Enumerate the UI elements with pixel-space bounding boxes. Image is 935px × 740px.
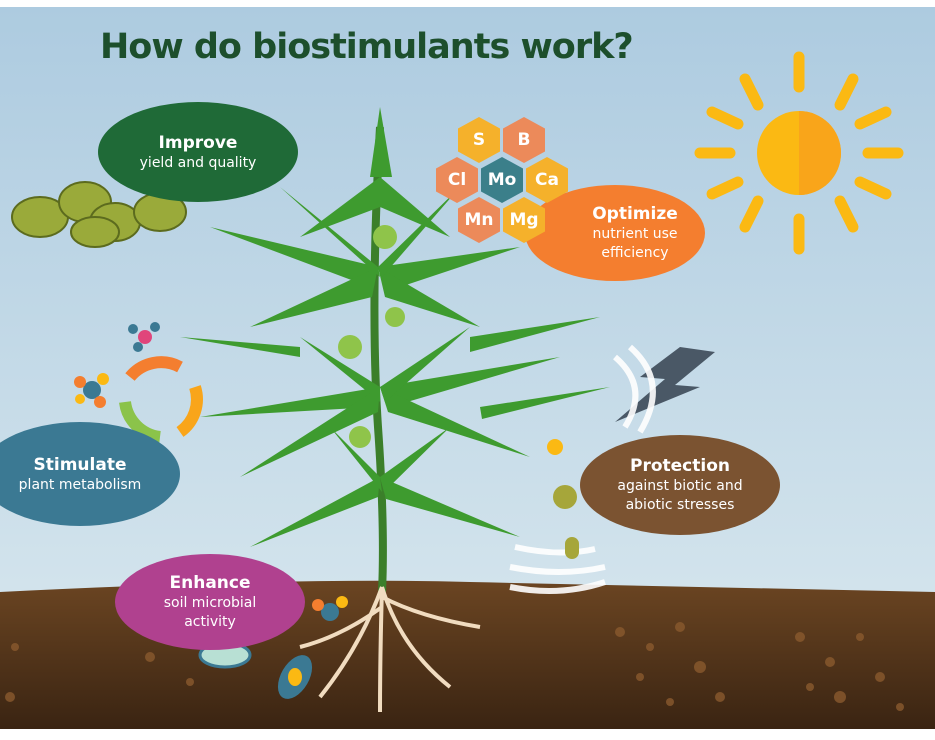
optimize-bubble: Optimize nutrient use efficiency [525, 185, 705, 281]
improve-heading: Improve [158, 132, 238, 153]
stimulate-bubble: Stimulate plant metabolism [0, 422, 180, 526]
molecule-icon [74, 322, 348, 621]
cannabis-plant-icon [180, 107, 610, 713]
nutrient-hex-cl: Cl [436, 157, 478, 203]
infographic: How do biostimulants work? Improve yield… [0, 7, 935, 729]
optimize-heading: Optimize [592, 204, 678, 224]
nutrient-hex-mn: Mn [458, 197, 500, 243]
enhance-bubble: Enhance soil microbial activity [115, 554, 305, 650]
lightning-icon [615, 347, 715, 422]
enhance-heading: Enhance [169, 573, 251, 593]
soil-particles [5, 622, 904, 711]
stimulate-text: plant metabolism [18, 476, 142, 493]
nutrient-hex-ca: Ca [526, 157, 568, 203]
protection-bubble: Protection against biotic and abiotic st… [580, 435, 780, 535]
protection-heading: Protection [630, 456, 730, 476]
enhance-text: soil microbial activity [163, 595, 257, 630]
nutrient-hex-b: B [503, 117, 545, 163]
stimulate-heading: Stimulate [33, 454, 127, 475]
nutrient-hex-mg: Mg [503, 197, 545, 243]
stress-waves [509, 344, 656, 594]
metabolism-cycle-icon [119, 356, 203, 443]
improve-bubble: Improve yield and quality [98, 102, 298, 202]
optimize-text: nutrient use efficiency [592, 226, 678, 261]
page-title: How do biostimulants work? [100, 27, 634, 67]
improve-text: yield and quality [139, 154, 257, 171]
sun-icon [694, 51, 904, 255]
hop-cones-icon [11, 181, 187, 248]
protection-text: against biotic and abiotic stresses [617, 478, 743, 513]
nutrient-hex-mo: Mo [481, 157, 523, 203]
